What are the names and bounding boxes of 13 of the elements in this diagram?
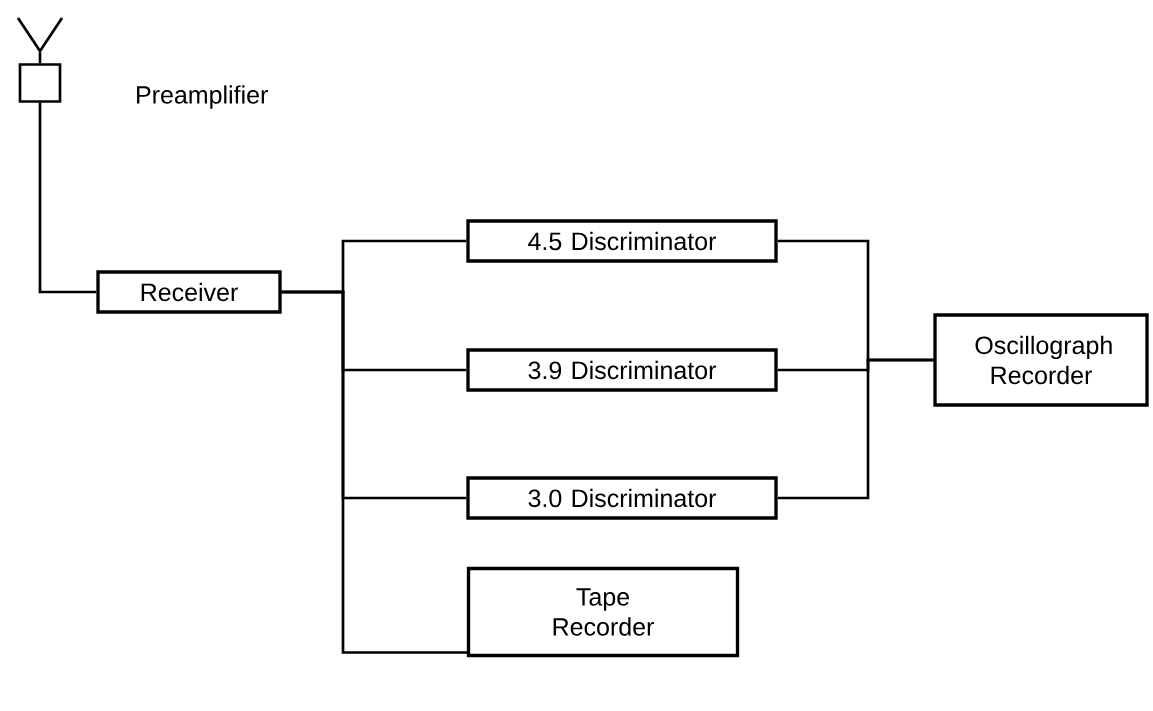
antenna-drawing bbox=[16, 16, 64, 54]
connector-line bbox=[38, 102, 97, 294]
process-box: 4.5 Discriminator bbox=[466, 219, 778, 263]
process-box: Oscillograph Recorder bbox=[933, 313, 1149, 407]
node-label: Preamplifier bbox=[137, 85, 268, 109]
process-box: Receiver bbox=[96, 270, 282, 314]
process-box: Tape Recorder bbox=[466, 566, 740, 658]
connector-line bbox=[281, 290, 469, 654]
connector-line bbox=[38, 52, 42, 64]
connector-line bbox=[777, 358, 934, 500]
process-box: 3.0 Discriminator bbox=[466, 476, 778, 520]
preamplifier-box bbox=[18, 63, 62, 103]
process-box: 3.9 Discriminator bbox=[466, 348, 778, 392]
